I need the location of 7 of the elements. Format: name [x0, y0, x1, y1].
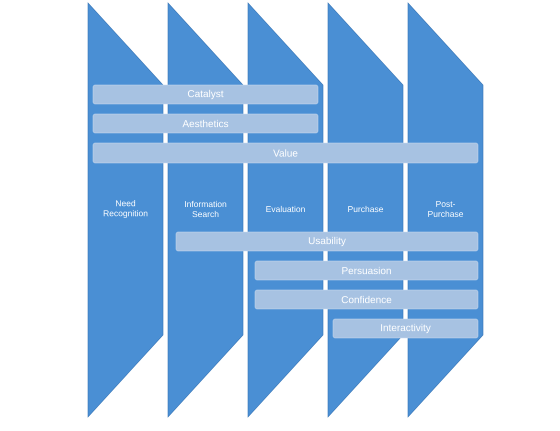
factor-bar: Value: [92, 142, 478, 164]
factor-bar: Catalyst: [92, 84, 318, 104]
factor-bar: Interactivity: [332, 318, 478, 338]
factor-bar: Confidence: [254, 290, 478, 310]
factor-bar: Aesthetics: [92, 114, 318, 134]
factor-bar: Persuasion: [254, 260, 478, 280]
factor-bar: Usability: [176, 232, 478, 252]
